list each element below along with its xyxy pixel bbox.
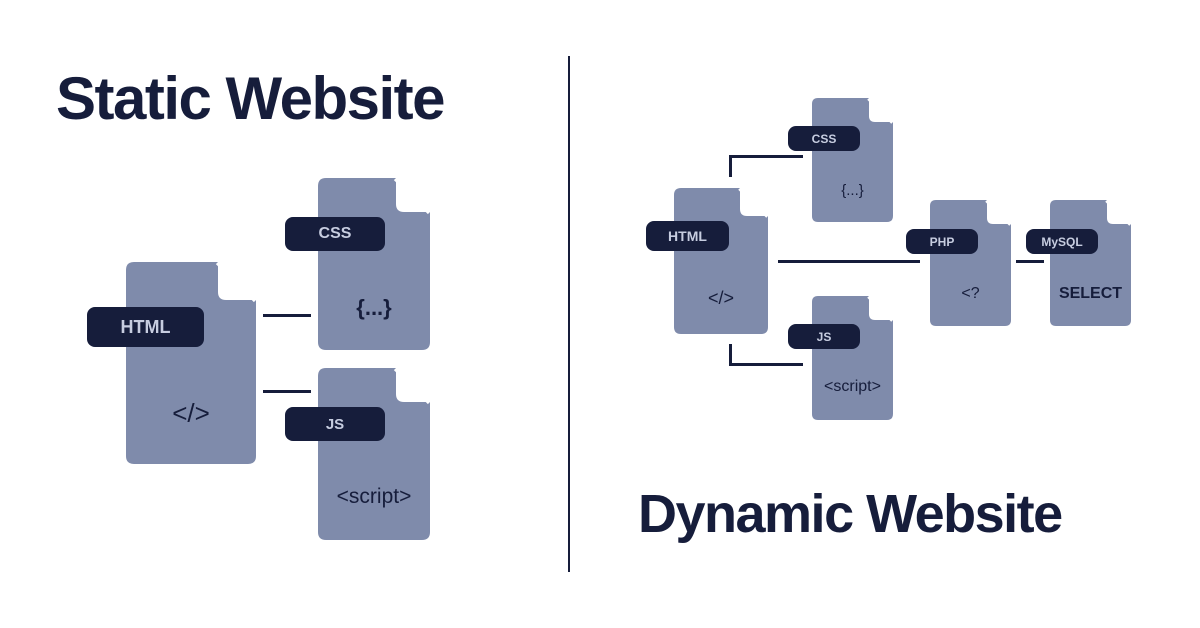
dynamic-css-document-icon: {...} (812, 96, 895, 222)
dynamic-css-code-glyph: {...} (841, 182, 864, 199)
connector-html-css (263, 314, 311, 317)
dynamic-js-label: JS (788, 324, 860, 349)
section-divider (568, 56, 570, 572)
static-css-code-glyph: {...} (356, 295, 392, 320)
mysql-label: MySQL (1026, 229, 1098, 254)
static-css-label: CSS (285, 217, 385, 251)
php-document-icon: <? (930, 198, 1013, 326)
dynamic-js-document-icon: <script> (812, 294, 895, 420)
mysql-query-glyph: SELECT (1058, 285, 1123, 302)
dynamic-website-title: Dynamic Website (638, 484, 1063, 544)
static-js-document-icon: <script> (318, 365, 433, 540)
dynamic-html-label: HTML (646, 221, 729, 251)
connector-html-css-vertical (729, 155, 732, 177)
connector-html-js-horizontal (729, 363, 803, 366)
static-css-document-icon: {...} (318, 175, 433, 350)
connector-html-js (263, 390, 311, 393)
dynamic-js-code-glyph: <script> (824, 378, 881, 395)
static-website-title: Static Website (56, 65, 446, 132)
static-js-code-glyph: <script> (336, 485, 412, 508)
php-code-glyph: <? (961, 285, 980, 302)
php-label: PHP (906, 229, 978, 254)
static-html-label: HTML (87, 307, 204, 347)
connector-html-css-horizontal (729, 155, 803, 158)
dynamic-html-code-glyph: </> (707, 288, 735, 308)
static-html-code-glyph: </> (172, 398, 210, 428)
static-html-document-icon: </> (126, 259, 259, 464)
connector-php-mysql (1016, 260, 1044, 263)
dynamic-html-document-icon: </> (674, 186, 770, 334)
connector-html-js-vertical (729, 344, 732, 366)
static-js-label: JS (285, 407, 385, 441)
mysql-document-icon: SELECT (1050, 198, 1133, 326)
connector-html-php (778, 260, 920, 263)
dynamic-css-label: CSS (788, 126, 860, 151)
